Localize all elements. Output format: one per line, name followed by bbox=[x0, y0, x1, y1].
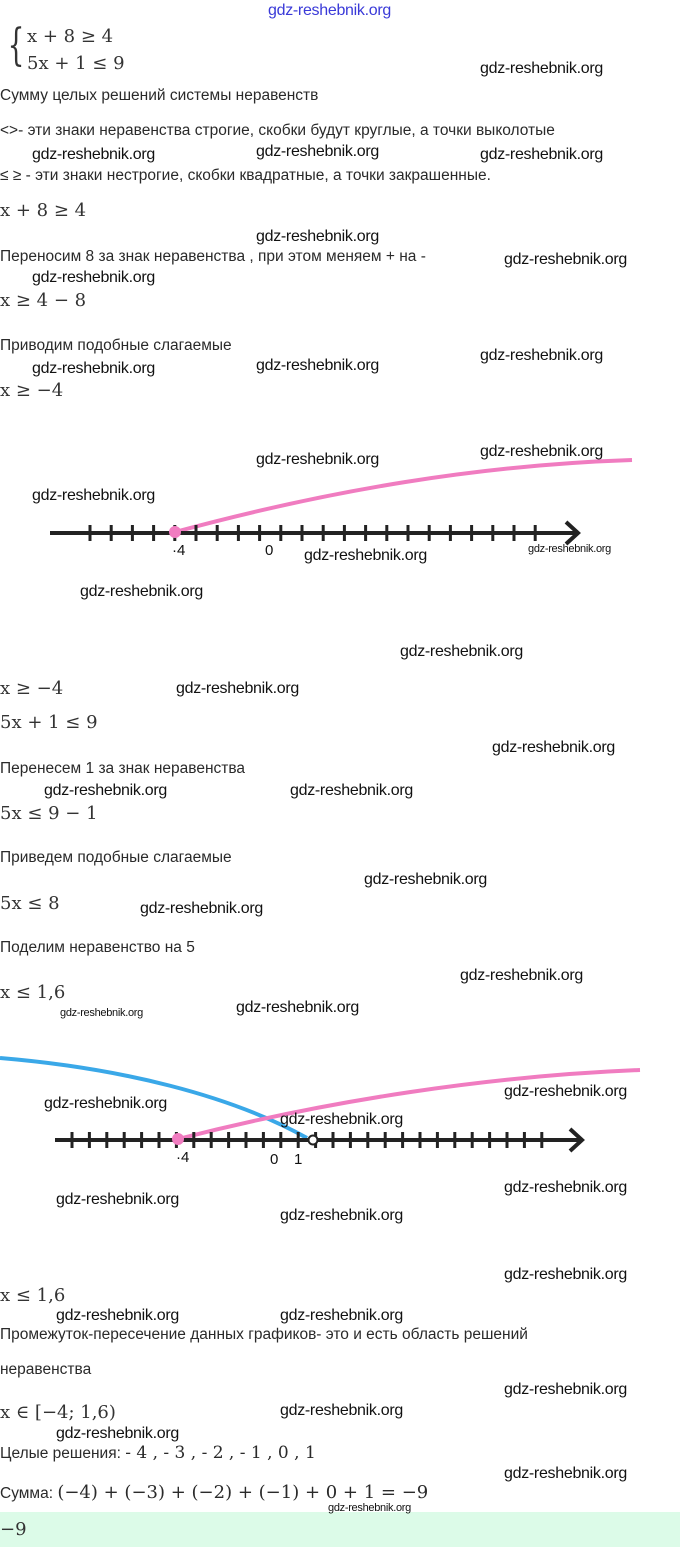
watermark: gdz-reshebnik.org bbox=[460, 967, 583, 984]
watermark: gdz-reshebnik.org bbox=[504, 1179, 627, 1196]
watermark: gdz-reshebnik.org bbox=[32, 360, 155, 377]
watermark: gdz-reshebnik.org bbox=[256, 143, 379, 160]
ineq2-step1: Перенесем 1 за знак неравенства bbox=[0, 760, 246, 777]
solution-curve-pink bbox=[177, 1068, 641, 1141]
answer-box: −9 bbox=[0, 1512, 680, 1547]
number-line-1: ·4 0 bbox=[50, 458, 633, 559]
system-line-1: x + 8 ≥ 4 bbox=[27, 26, 114, 47]
watermark: gdz-reshebnik.org bbox=[480, 146, 603, 163]
system-line-2: 5x + 1 ≤ 9 bbox=[27, 53, 125, 74]
tick-label-0: 0 bbox=[270, 1151, 278, 1168]
watermark: gdz-reshebnik.org bbox=[504, 1266, 627, 1283]
ineq2-start: 5x + 1 ≤ 9 bbox=[0, 712, 98, 733]
watermark: gdz-reshebnik.org bbox=[256, 228, 379, 245]
ineq1-eq2: x ≥ −4 bbox=[0, 380, 64, 401]
watermark: gdz-reshebnik.org bbox=[176, 680, 299, 697]
watermark: gdz-reshebnik.org bbox=[60, 1007, 143, 1019]
watermark: gdz-reshebnik.org bbox=[56, 1191, 179, 1208]
watermark: gdz-reshebnik.org bbox=[504, 251, 627, 268]
ineq2-recap: x ≥ −4 bbox=[0, 678, 64, 699]
watermark-top[interactable]: gdz-reshebnik.org bbox=[268, 2, 391, 19]
system-brace: { bbox=[7, 20, 25, 71]
ineq2-eq3: x ≤ 1,6 bbox=[0, 982, 66, 1003]
open-point-1-6 bbox=[307, 1134, 319, 1146]
watermark: gdz-reshebnik.org bbox=[56, 1425, 179, 1442]
closed-point-minus-4 bbox=[172, 1133, 184, 1145]
watermark: gdz-reshebnik.org bbox=[236, 999, 359, 1016]
conclusion-text-2: неравенства bbox=[0, 1361, 92, 1378]
watermark: gdz-reshebnik.org bbox=[280, 1402, 403, 1419]
watermark: gdz-reshebnik.org bbox=[280, 1111, 403, 1128]
watermark: gdz-reshebnik.org bbox=[328, 1502, 411, 1514]
ineq2-step2: Приведем подобные слагаемые bbox=[0, 849, 232, 866]
watermark: gdz-reshebnik.org bbox=[480, 347, 603, 364]
watermark: gdz-reshebnik.org bbox=[480, 60, 603, 77]
answer-value: −9 bbox=[0, 1519, 27, 1540]
ineq1-step1: Переносим 8 за знак неравенства , при эт… bbox=[0, 248, 426, 265]
watermark: gdz-reshebnik.org bbox=[364, 871, 487, 888]
watermark: gdz-reshebnik.org bbox=[44, 782, 167, 799]
watermark: gdz-reshebnik.org bbox=[56, 1307, 179, 1324]
watermark: gdz-reshebnik.org bbox=[44, 1095, 167, 1112]
conclusion-text-1: Промежуток-пересечение данных графиков- … bbox=[0, 1326, 528, 1343]
watermark: gdz-reshebnik.org bbox=[140, 900, 263, 917]
solution-interval: x ∈ [−4; 1,6) bbox=[0, 1402, 116, 1423]
watermark: gdz-reshebnik.org bbox=[32, 269, 155, 286]
watermark: gdz-reshebnik.org bbox=[256, 451, 379, 468]
watermark: gdz-reshebnik.org bbox=[504, 1381, 627, 1398]
integers-values: - 4 , - 3 , - 2 , - 1 , 0 , 1 bbox=[125, 1443, 316, 1463]
ineq1-eq1: x ≥ 4 − 8 bbox=[0, 290, 87, 311]
watermark: gdz-reshebnik.org bbox=[32, 487, 155, 504]
watermark: gdz-reshebnik.org bbox=[400, 643, 523, 660]
watermark: gdz-reshebnik.org bbox=[504, 1465, 627, 1482]
watermark: gdz-reshebnik.org bbox=[280, 1207, 403, 1224]
axis-arrow-icon bbox=[564, 520, 581, 546]
ineq2-step3: Поделим неравенство на 5 bbox=[0, 939, 195, 956]
ineq1-step2: Приводим подобные слагаемые bbox=[0, 337, 232, 354]
watermark: gdz-reshebnik.org bbox=[480, 443, 603, 460]
sum-expression: (−4) + (−3) + (−2) + (−1) + 0 + 1 = −9 bbox=[57, 1482, 429, 1503]
watermark: gdz-reshebnik.org bbox=[492, 739, 615, 756]
rule-nonstrict: ≤ ≥ - эти знаки нестрогие, скобки квадра… bbox=[0, 167, 491, 184]
integer-solutions: Целые решения: - 4 , - 3 , - 2 , - 1 , 0… bbox=[0, 1443, 316, 1464]
sum-line: Сумма: (−4) + (−3) + (−2) + (−1) + 0 + 1… bbox=[0, 1482, 428, 1504]
closed-point-minus-4 bbox=[169, 526, 181, 538]
conclusion-recap: x ≤ 1,6 bbox=[0, 1285, 66, 1306]
ineq1-start: x + 8 ≥ 4 bbox=[0, 200, 87, 221]
watermark: gdz-reshebnik.org bbox=[32, 146, 155, 163]
watermark: gdz-reshebnik.org bbox=[256, 357, 379, 374]
tick-label-1: 1 bbox=[294, 1151, 302, 1168]
watermark: gdz-reshebnik.org bbox=[504, 1083, 627, 1100]
integers-label: Целые решения: bbox=[0, 1445, 121, 1462]
watermark: gdz-reshebnik.org bbox=[304, 547, 427, 564]
ineq2-eq2: 5x ≤ 8 bbox=[0, 893, 60, 914]
task-text: Сумму целых решений системы неравенств bbox=[0, 87, 319, 104]
number-line-2: ·4 0 1 bbox=[0, 1056, 641, 1168]
watermark: gdz-reshebnik.org bbox=[80, 583, 203, 600]
ineq2-eq1: 5x ≤ 9 − 1 bbox=[0, 803, 98, 824]
sum-label: Сумма: bbox=[0, 1485, 54, 1502]
solution-curve-blue bbox=[0, 1056, 308, 1140]
tick-label-minus-4: ·4 bbox=[172, 542, 185, 559]
tick-label-0: 0 bbox=[265, 542, 273, 559]
rule-strict: <>- эти знаки неравенства строгие, скобк… bbox=[0, 122, 555, 139]
axis-arrow-icon bbox=[568, 1127, 585, 1153]
tick-label-minus-4: ·4 bbox=[176, 1149, 189, 1166]
watermark: gdz-reshebnik.org bbox=[528, 543, 611, 555]
watermark: gdz-reshebnik.org bbox=[280, 1307, 403, 1324]
watermark: gdz-reshebnik.org bbox=[290, 782, 413, 799]
solution-curve-pink bbox=[174, 458, 633, 534]
